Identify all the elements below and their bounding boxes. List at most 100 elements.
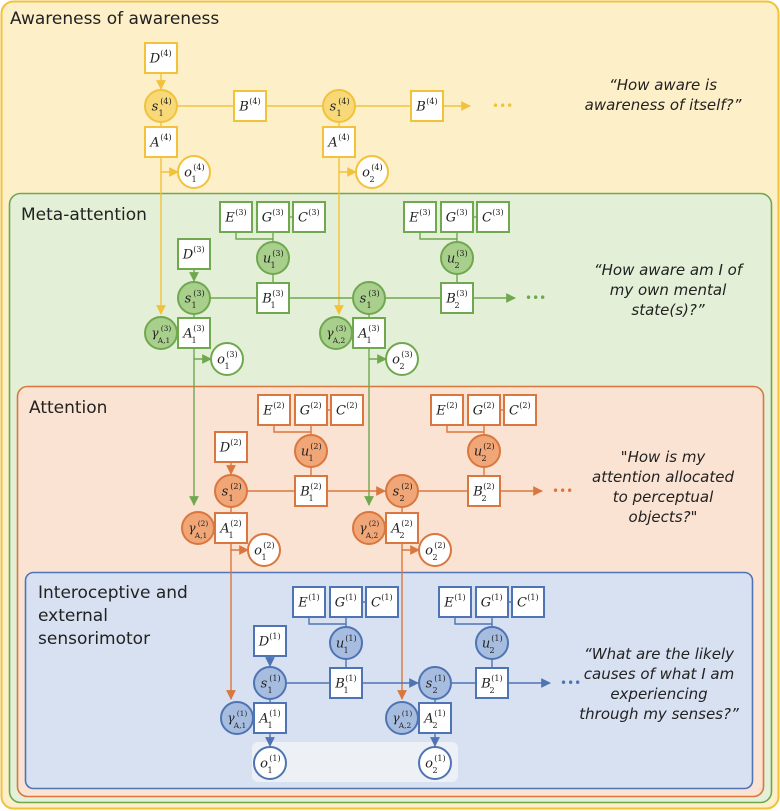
node-A4-1: A(4)	[144, 126, 178, 158]
node-s4-2-circle	[322, 89, 356, 123]
node-u1-1: u(1)1	[329, 626, 363, 660]
node-s3-1-circle	[177, 281, 211, 315]
edge-e-u	[446, 425, 484, 433]
node-G2-1-box	[294, 394, 328, 426]
node-superscript: (3)	[336, 324, 347, 333]
node-u1-2-circle	[475, 626, 509, 660]
node-o2-1-circle	[247, 533, 281, 567]
node-s1-1-circle	[253, 666, 287, 700]
node-label: o	[425, 544, 433, 559]
node-subscript: A,2	[398, 721, 411, 730]
node-B3-2-box	[440, 282, 474, 314]
node-o3-2-circle	[385, 342, 419, 376]
node-label: E	[443, 596, 454, 611]
node-s3-2: s(3)1	[352, 281, 386, 315]
node-superscript: (3)	[161, 324, 172, 333]
node-label: u	[447, 252, 455, 267]
node-B1-1: B(1)1	[329, 667, 363, 699]
node-label: u	[482, 637, 490, 652]
node-label: G	[481, 596, 491, 611]
node-A2-2-box	[385, 512, 419, 544]
edge-e-u	[454, 617, 492, 625]
node-label: A	[423, 712, 433, 727]
svg-text:my own mental: my own mental	[610, 281, 727, 299]
node-superscript: (3)	[419, 208, 430, 217]
node-label: s	[222, 485, 229, 500]
node-label: D	[219, 441, 231, 456]
node-o1-2-circle	[418, 746, 452, 780]
node-label: C	[371, 596, 381, 611]
node-superscript: (4)	[160, 49, 171, 58]
node-superscript: (4)	[160, 133, 171, 142]
node-superscript: (1)	[527, 593, 538, 602]
node-C3-1: C(3)	[292, 201, 326, 233]
node-u2-2: u(2)2	[467, 434, 501, 468]
node-subscript: A,1	[194, 531, 207, 540]
edge-e-u	[419, 232, 457, 240]
node-superscript: (3)	[272, 208, 283, 217]
node-o4-2-circle	[355, 155, 389, 189]
node-G2-1: G(2)	[294, 394, 328, 426]
node-B2-1-box	[294, 475, 328, 507]
node-A2-1: A(2)1	[214, 512, 248, 544]
node-u3-1: u(3)1	[256, 241, 290, 275]
node-superscript: (3)	[193, 245, 204, 254]
node-B3-1-box	[256, 282, 290, 314]
node-subscript: A,1	[157, 336, 170, 345]
node-subscript: 2	[399, 494, 404, 503]
node-o1-1-circle	[253, 746, 287, 780]
node-A4-2: A(4)	[322, 126, 356, 158]
node-D1: D(1)	[253, 625, 287, 657]
node-superscript: (2)	[230, 438, 241, 447]
node-label: s	[426, 677, 433, 692]
node-u3-2-circle	[440, 241, 474, 275]
node-gamma1-2: γ(1)A,2	[385, 701, 419, 735]
node-s3-1: s(3)1	[177, 281, 211, 315]
node-subscript: 1	[366, 301, 371, 310]
node-s1-2-circle	[418, 666, 452, 700]
node-superscript: (2)	[483, 442, 494, 451]
node-subscript: 1	[270, 301, 275, 310]
node-s1-2: s(1)2	[418, 666, 452, 700]
svg-text:objects?": objects?"	[629, 508, 698, 526]
node-superscript: (1)	[402, 709, 413, 718]
node-E3-2-box	[403, 201, 437, 233]
node-label: o	[425, 757, 433, 772]
node-superscript: (1)	[345, 674, 356, 683]
node-E3-1-box	[219, 201, 253, 233]
node-superscript: (3)	[193, 324, 204, 333]
node-D2: D(2)	[214, 431, 248, 463]
node-label: G	[446, 211, 456, 226]
node-s4-1-circle	[144, 89, 178, 123]
node-label: D	[182, 248, 194, 263]
node-label: B	[334, 677, 345, 692]
node-s1-1: s(1)1	[253, 666, 287, 700]
svg-text:“What are the likely: “What are the likely	[584, 645, 735, 663]
node-gamma2-2: γ(2)A,2	[352, 511, 386, 545]
node-superscript: (1)	[269, 754, 280, 763]
ellipsis-level-4: •••	[492, 99, 513, 113]
edges	[156, 73, 551, 747]
svg-text:external: external	[38, 606, 108, 626]
node-label: s	[261, 677, 268, 692]
svg-text:"How is my: "How is my	[621, 448, 707, 466]
node-superscript: (2)	[519, 401, 530, 410]
node-label: A	[258, 712, 268, 727]
node-s2-1: s(2)1	[214, 474, 248, 508]
node-superscript: (3)	[368, 289, 379, 298]
node-superscript: (3)	[401, 350, 412, 359]
node-subscript: 2	[432, 766, 437, 775]
node-u2-1: u(2)1	[294, 434, 328, 468]
node-superscript: (2)	[434, 541, 445, 550]
node-s2-2-circle	[385, 474, 419, 508]
node-o1-1: o(1)1	[253, 746, 287, 780]
node-u1-1-circle	[329, 626, 363, 660]
node-A3-1-box	[177, 317, 211, 349]
node-superscript: (3)	[193, 289, 204, 298]
node-s3-2-circle	[352, 281, 386, 315]
question-level-3: “How aware am I of my own mental state(s…	[594, 261, 745, 319]
node-subscript: 1	[270, 261, 275, 270]
node-o2-1: o(2)1	[247, 533, 281, 567]
question-level-2: "How is my attention allocated to percep…	[592, 448, 734, 526]
svg-text:“How aware am I of: “How aware am I of	[594, 261, 745, 279]
